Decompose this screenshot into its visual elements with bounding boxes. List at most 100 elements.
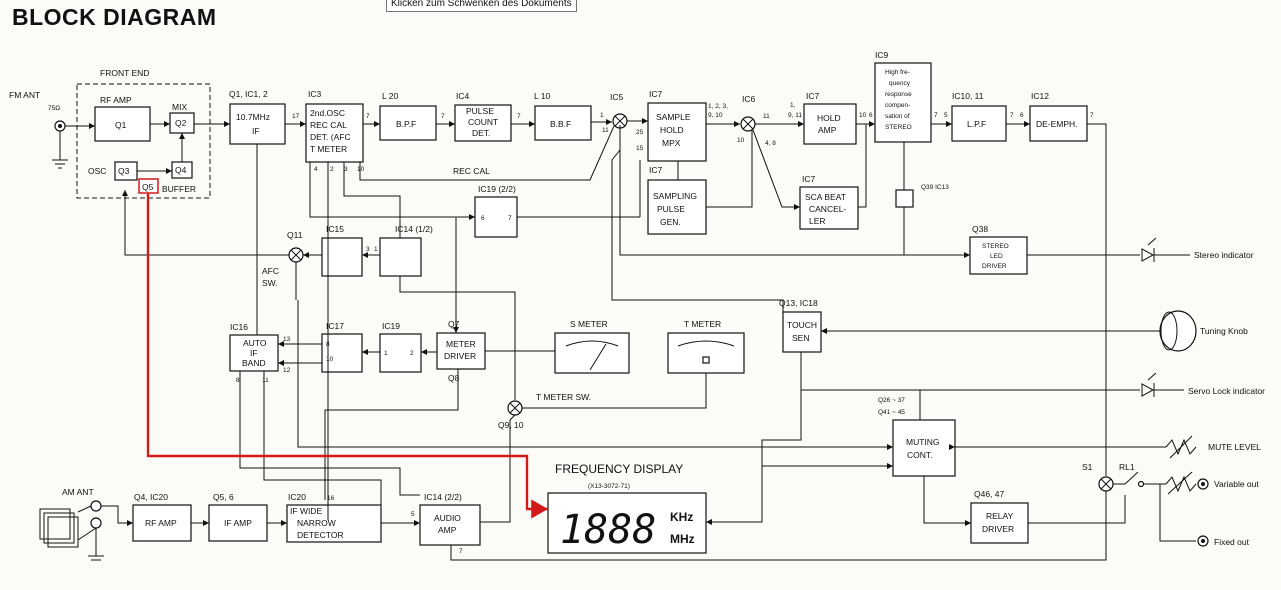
t-meter-gauge: [667, 332, 745, 374]
ic6-label: IC6: [742, 94, 756, 104]
q11-cross: [290, 249, 302, 261]
q39-label: Q39 IC13: [921, 184, 949, 191]
pin-11c: 11: [262, 377, 269, 384]
fixed-jack-center: [1201, 539, 1205, 543]
ic3-l4: T METER: [310, 144, 347, 154]
rl1-node: [1137, 480, 1145, 488]
ic14-12-label: IC14 (1/2): [395, 224, 433, 234]
page-title: BLOCK DIAGRAM: [12, 4, 217, 30]
pin-12: 12: [283, 367, 291, 374]
s-meter-scale: [565, 340, 619, 347]
ic9-l4: compen-: [885, 102, 910, 109]
touch-sen-block: [782, 311, 822, 353]
t-meter-scale: [677, 340, 735, 347]
wire-sp-ic6: [706, 130, 753, 208]
wire-ic5-stereo: [619, 128, 970, 258]
osc-label: OSC: [88, 166, 106, 176]
q56-label: Q5, 6: [213, 492, 234, 502]
pulse-count-det-block: [454, 104, 512, 142]
ic4-l1: PULSE: [466, 106, 494, 116]
ic4-l2: COUNT: [468, 117, 498, 127]
pin-10c: 10: [859, 112, 867, 119]
fm-antenna-jack-center: [58, 124, 62, 128]
fm-ant-label: FM ANT: [9, 90, 40, 100]
khz-label: KHz: [670, 510, 693, 524]
pin-48: 4, 8: [765, 140, 776, 147]
ic3-block: [305, 103, 364, 163]
pin-7d: 7: [934, 112, 938, 119]
ic9-l3: response: [885, 91, 912, 98]
if-amp-block: [229, 103, 286, 145]
fixed-out-label: Fixed out: [1214, 537, 1250, 547]
ic20-label: IC20: [288, 492, 306, 502]
if-line1: 10.7MHz: [236, 112, 270, 122]
bpf-block: [379, 105, 437, 141]
frequency-display-title: FREQUENCY DISPLAY: [555, 462, 683, 476]
am-ant-jack-icon: [90, 500, 102, 512]
ic9-label: IC9: [875, 50, 889, 60]
q4am-label: Q4, IC20: [134, 492, 168, 502]
ts-l1: TOUCH: [787, 320, 817, 330]
wire-deemph-out: [1087, 123, 1107, 476]
q910-label: Q9, 10: [498, 420, 524, 430]
rd-l1: RELAY: [986, 511, 1014, 521]
variable-jack-center: [1201, 482, 1205, 486]
ohm-label: 75Ω: [48, 105, 60, 112]
ha-l2: AMP: [818, 125, 837, 135]
bpf-label: B.P.F: [396, 119, 416, 129]
pin-7b: 7: [441, 113, 445, 120]
lpf-label: L.P.F: [967, 119, 986, 129]
wire-ic5-touch: [611, 125, 784, 312]
ic7b-label: IC7: [649, 165, 663, 175]
ic7c-label: IC7: [806, 91, 820, 101]
ic3-l3: DET. (AFC: [310, 132, 351, 142]
pin-6: 6: [869, 112, 873, 119]
wire-fixed-out: [1144, 483, 1196, 542]
pin-7f: 7: [1090, 112, 1094, 119]
q8-label: Q8: [448, 373, 460, 383]
auto-l3: BAND: [242, 358, 266, 368]
q39-block: [895, 189, 914, 208]
mix-label: MIX: [172, 102, 187, 112]
servo-led-bar: [1147, 372, 1184, 397]
variable-pot-icon: [1160, 471, 1197, 495]
s-meter-label: S METER: [570, 319, 608, 329]
q41-label: Q41 ~ 45: [878, 409, 905, 416]
meter-driver-block: [436, 332, 486, 370]
sh-l1: SAMPLE: [656, 112, 691, 122]
pin-10b: 10: [737, 137, 745, 144]
t-meter-label: T METER: [684, 319, 721, 329]
stereo-led-bar: [1147, 237, 1190, 262]
ifamp-am-label: IF AMP: [224, 518, 252, 528]
md-l1: METER: [446, 339, 476, 349]
tuning-knob-label: Tuning Knob: [1200, 326, 1248, 336]
sl-l1: STEREO: [982, 243, 1009, 250]
ic14-22-label: IC14 (2/2): [424, 492, 462, 502]
am-ant-label: AM ANT: [62, 487, 94, 497]
wire-am-rf: [101, 505, 133, 526]
am-rf-amp-block: [132, 504, 192, 542]
tmsw-cross: [509, 402, 521, 414]
q46-label: Q46, 47: [974, 489, 1005, 499]
rl1-label: RL1: [1119, 462, 1135, 472]
pin-5: 5: [944, 112, 948, 119]
s1-label: S1: [1082, 462, 1093, 472]
pin-910: 9, 10: [708, 112, 723, 119]
l10-label: L 10: [534, 91, 551, 101]
ic15-block: [321, 237, 363, 277]
wire-ic6-sca: [752, 129, 800, 210]
auto-l1: AUTO: [243, 338, 267, 348]
pan-tooltip: Klicken zum Schwenken des Dokuments: [386, 0, 577, 12]
mute-level-label: MUTE LEVEL: [1208, 442, 1261, 452]
pin-6b: 6: [1020, 112, 1024, 119]
wire-sca-ic9: [858, 124, 867, 208]
front-end-box: [76, 83, 211, 199]
relay-driver-block: [970, 502, 1029, 544]
wire-auto-ifw: [263, 371, 382, 505]
ic9-l1: High fre-: [885, 69, 910, 76]
auto-if-band-block: [229, 334, 279, 372]
buffer-label: BUFFER: [162, 184, 196, 194]
ic4-l3: DET.: [472, 128, 490, 138]
pin-15: 15: [636, 145, 644, 152]
